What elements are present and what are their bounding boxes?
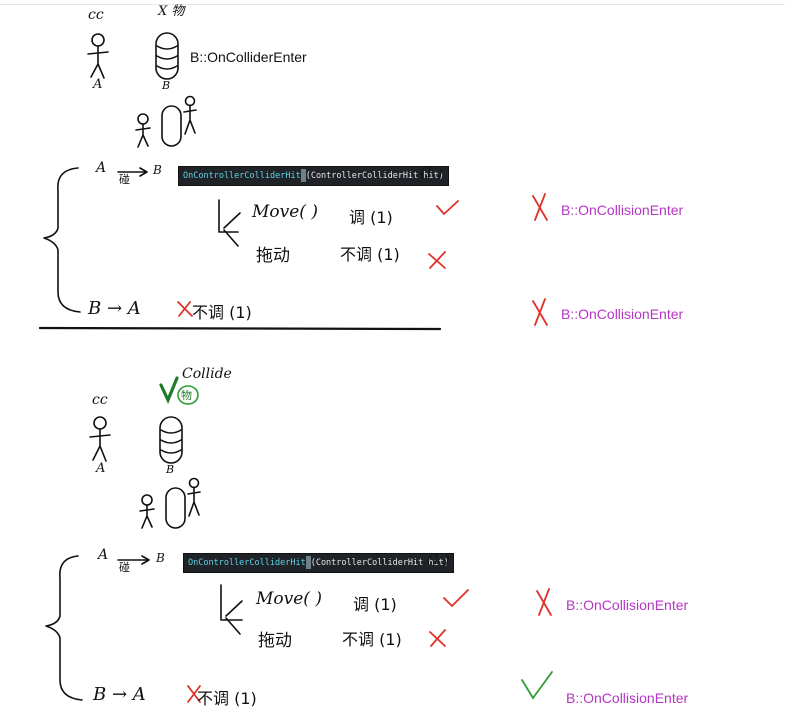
cc-label: cc xyxy=(88,7,104,23)
a-label: A xyxy=(96,461,106,476)
drag-call-label: 不调 (1) xyxy=(342,630,402,649)
drag-call-label: 不调 (1) xyxy=(340,245,400,264)
stick-figure-icon xyxy=(89,416,111,462)
ba-call-label: 不调 (1) xyxy=(197,689,257,708)
bracket-icon xyxy=(220,584,243,635)
top-edge xyxy=(0,0,785,5)
code-suffix: (1 ) xyxy=(427,553,450,568)
stick-figure-icon xyxy=(183,95,197,135)
move-label: Move( ) xyxy=(252,202,318,222)
xb-label: X 物 xyxy=(158,4,185,19)
capsule-icon xyxy=(165,487,186,529)
stick-figure-icon xyxy=(139,494,155,529)
check-mark-icon xyxy=(443,589,469,608)
collide-label: Collide xyxy=(182,366,232,382)
collision-enter-label: B::OnCollisionEnter xyxy=(561,202,684,218)
stick-figure-icon xyxy=(187,477,201,517)
capsule-icon xyxy=(161,105,182,147)
check-mark-icon xyxy=(436,200,459,216)
move-label: Move( ) xyxy=(256,589,322,609)
code-arguments: (ControllerColliderHit hit) xyxy=(310,558,449,568)
arrow-a-label: A xyxy=(96,160,107,176)
move-call-label: 调 (1) xyxy=(349,208,393,227)
collider-enter-label: B::OnColliderEnter xyxy=(190,49,307,65)
separator-line xyxy=(38,326,442,331)
drag-label: 拖动 xyxy=(258,631,292,651)
brace-icon xyxy=(45,555,83,701)
code-suffix: (1 ) xyxy=(420,166,443,181)
collision-enter-label: B::OnCollisionEnter xyxy=(566,690,689,706)
cross-mark-icon xyxy=(177,301,193,317)
cross-mark-icon xyxy=(429,629,446,647)
b-label: B xyxy=(166,463,175,476)
check-mark-icon xyxy=(159,376,179,404)
stick-figure-icon xyxy=(87,33,109,79)
cross-mark-icon xyxy=(187,685,201,703)
circle-mark-icon xyxy=(177,385,199,405)
move-call-label: 调 (1) xyxy=(353,595,397,614)
drag-label: 拖动 xyxy=(256,246,290,266)
bracket-icon xyxy=(218,199,241,247)
arrow-b-label: B xyxy=(153,163,162,177)
arrow-icon xyxy=(117,555,150,565)
cross-mark-icon xyxy=(536,588,552,616)
check-mark-icon xyxy=(521,671,553,700)
ba-label: B → A xyxy=(88,298,141,319)
arrow-icon xyxy=(117,167,148,177)
code-arguments: (ControllerColliderHit hit) xyxy=(305,171,444,181)
a-label: A xyxy=(93,77,103,92)
ba-call-label: 不调 (1) xyxy=(192,303,252,322)
cross-mark-icon xyxy=(532,193,548,221)
cross-mark-icon xyxy=(532,298,548,326)
b-label: B xyxy=(162,79,171,92)
arrow-sub-label: 碰 xyxy=(119,561,130,574)
cross-mark-icon xyxy=(428,251,446,269)
text-cursor xyxy=(300,169,306,182)
capsule-icon xyxy=(155,32,179,80)
arrow-sub-label: 碰 xyxy=(119,173,130,186)
text-cursor xyxy=(305,556,311,569)
code-function-name: OnControllerColliderHit xyxy=(188,558,306,568)
collision-enter-label: B::OnCollisionEnter xyxy=(566,597,689,613)
collision-enter-label: B::OnCollisionEnter xyxy=(561,306,684,322)
collide-mark-label: 物 xyxy=(181,389,192,402)
capsule-icon xyxy=(159,416,183,464)
arrow-a-label: A xyxy=(98,547,109,563)
cc-label: cc xyxy=(92,392,108,408)
ba-label: B → A xyxy=(93,684,146,705)
stick-figure-icon xyxy=(135,113,151,148)
code-function-name: OnControllerColliderHit xyxy=(183,171,301,181)
code-snippet: OnControllerColliderHit (ControllerCollid… xyxy=(183,553,454,573)
brace-icon xyxy=(43,167,81,313)
code-snippet: OnControllerColliderHit (ControllerCollid… xyxy=(178,166,449,186)
arrow-b-label: B xyxy=(156,551,165,565)
